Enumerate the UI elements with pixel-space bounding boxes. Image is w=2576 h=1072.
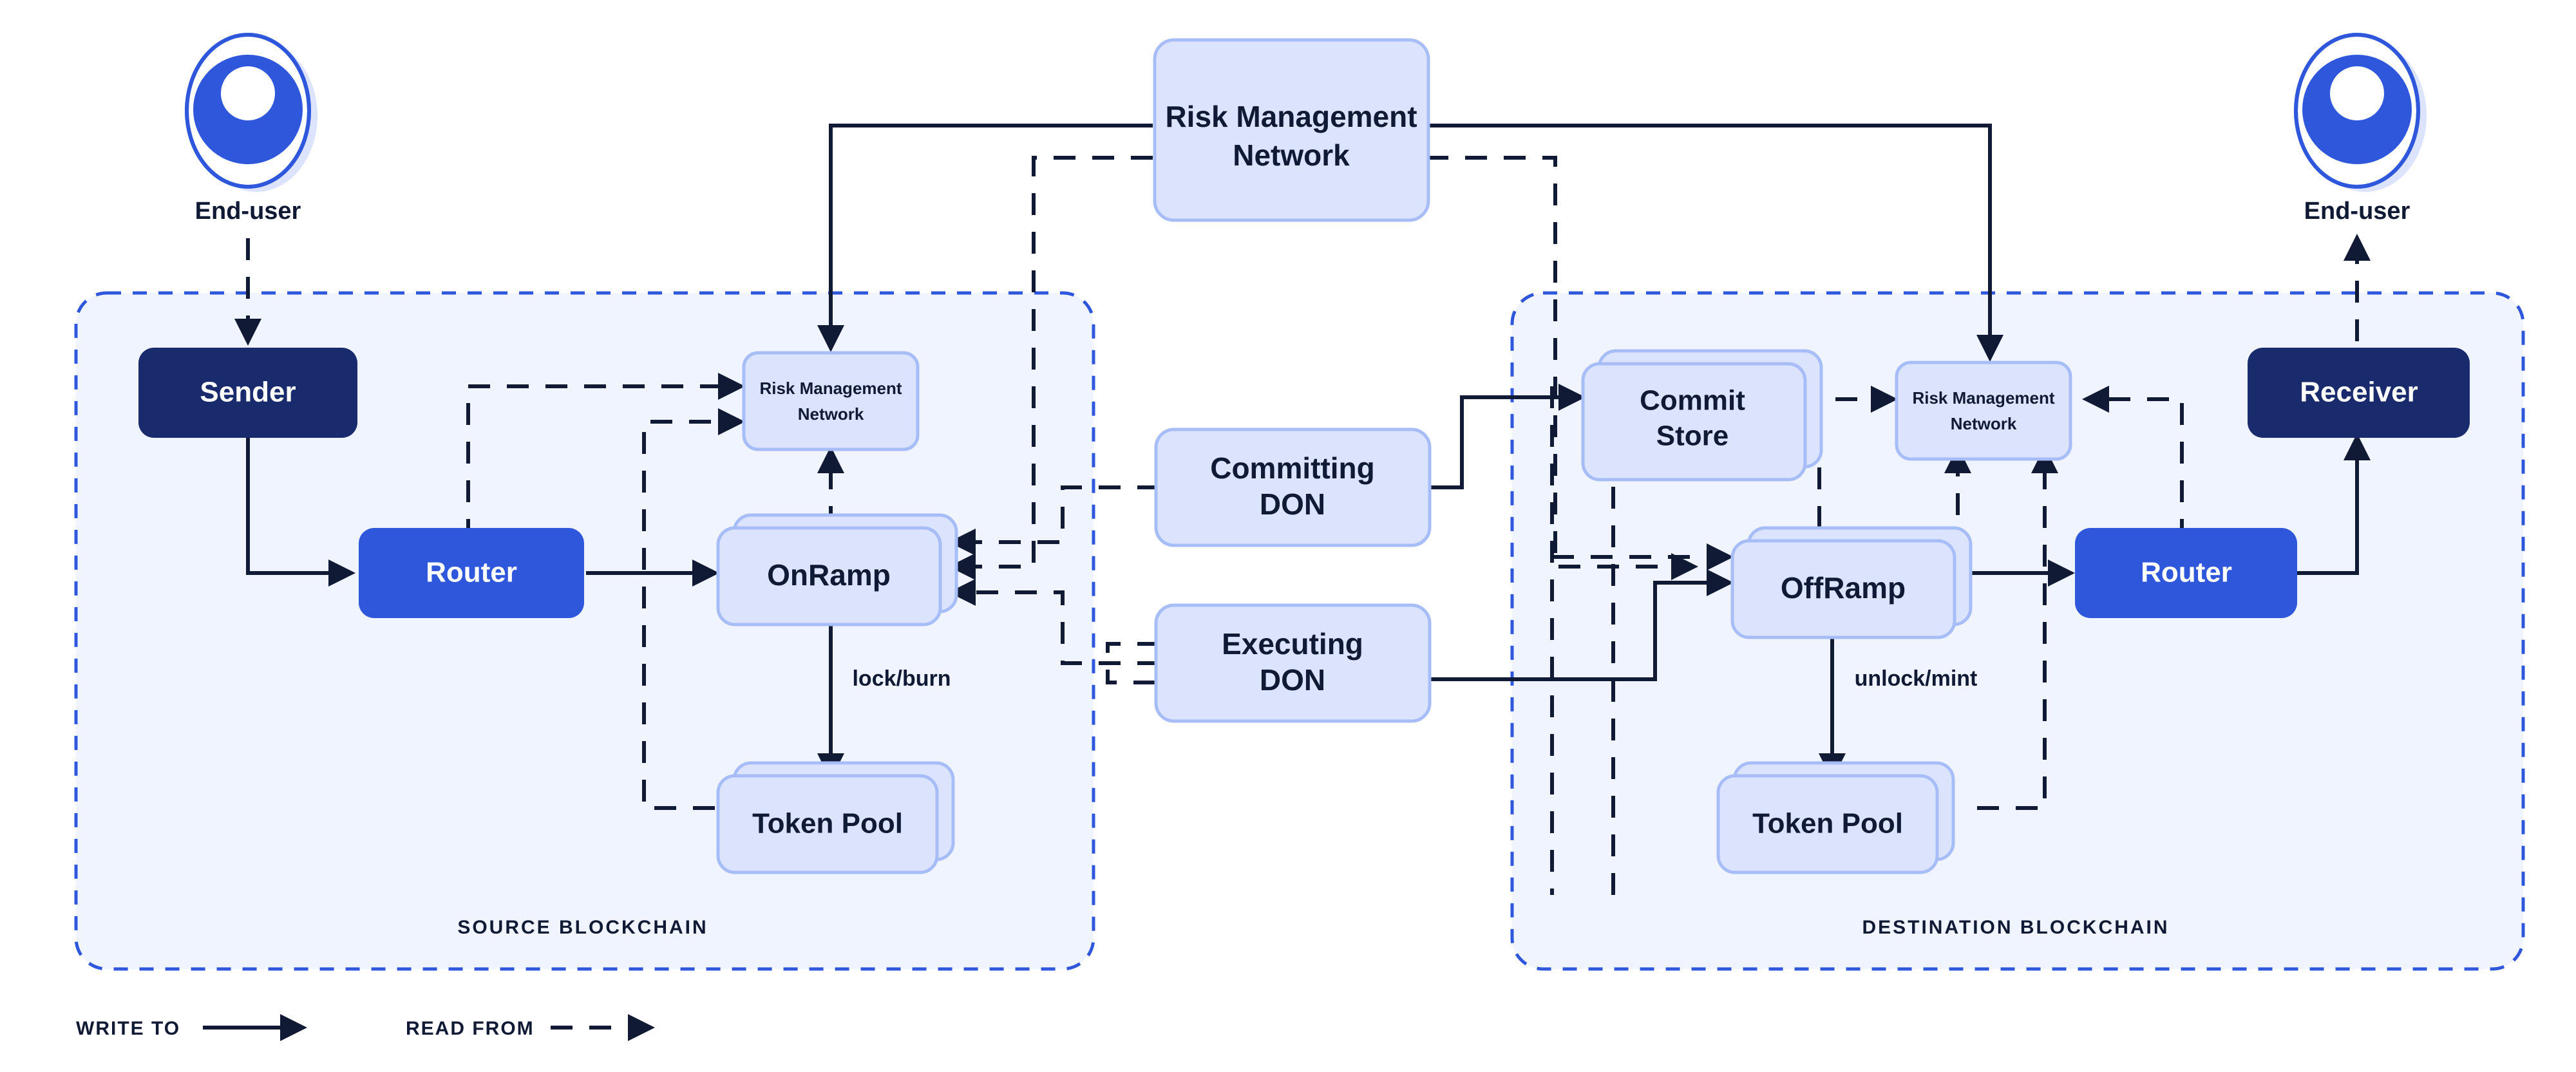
label-end-user-left: End-user <box>195 198 301 225</box>
avatar-right <box>2294 33 2427 192</box>
label-rmn-dest-line1: Risk Management <box>1912 388 2054 408</box>
node-sender[interactable] <box>138 348 357 438</box>
edge-rmn-top-to-onramp <box>817 124 1153 352</box>
legend-write-to-label: WRITE TO <box>76 1018 180 1039</box>
node-router-source[interactable] <box>359 528 584 618</box>
label-committing-don-line1: Committing <box>1210 451 1375 485</box>
label-rmn-source-line1: Risk Management <box>759 379 902 398</box>
avatar-left <box>185 33 317 192</box>
label-commit-store-line1: Commit <box>1640 385 1745 417</box>
node-onramp[interactable] <box>716 526 942 626</box>
label-zone-destination: DESTINATION BLOCKCHAIN <box>1862 917 2169 938</box>
edge-tokenpool-to-rmn-source <box>642 408 745 810</box>
node-router-dest[interactable] <box>2075 528 2297 618</box>
node-rmn-top[interactable] <box>1153 38 1430 222</box>
edge-executing-don-read-commit-store <box>1106 642 1159 684</box>
label-zone-source: SOURCE BLOCKCHAIN <box>457 917 708 938</box>
label-commit-store-line2: Store <box>1656 420 1728 452</box>
node-rmn-source[interactable] <box>742 351 920 451</box>
node-receiver[interactable] <box>2248 348 2470 438</box>
label-rmn-source-line2: Network <box>798 404 864 424</box>
edge-executing-don-read-onramp <box>949 579 1159 665</box>
node-rmn-dest[interactable] <box>1895 361 2072 461</box>
label-onramp: OnRamp <box>767 558 891 592</box>
label-router-source: Router <box>426 557 517 588</box>
label-rmn-dest-line2: Network <box>1951 414 2017 433</box>
label-rmn-top-line2: Network <box>1233 138 1350 172</box>
label-token-pool-dest: Token Pool <box>1752 808 1903 840</box>
legend-read-from-label: READ FROM <box>406 1018 535 1039</box>
node-token-pool-source[interactable] <box>716 774 939 874</box>
node-committing-don[interactable] <box>1154 428 1432 547</box>
edge-router-dest-to-rmn-dest <box>2082 386 2184 541</box>
edge-label-unlock-mint: unlock/mint <box>1855 666 1978 691</box>
node-offramp[interactable] <box>1730 539 1956 639</box>
label-token-pool-source: Token Pool <box>752 808 903 840</box>
label-receiver: Receiver <box>2300 377 2418 408</box>
node-executing-don[interactable] <box>1154 603 1432 723</box>
label-offramp: OffRamp <box>1781 571 1906 605</box>
edge-router-to-rmn-source <box>466 373 745 541</box>
edge-rmn-top-to-rmn-dest <box>1426 124 2003 362</box>
label-sender: Sender <box>200 377 296 408</box>
node-commit-store[interactable] <box>1581 362 1807 482</box>
edge-committing-don-read-onramp <box>949 485 1159 556</box>
label-router-dest: Router <box>2141 557 2232 588</box>
label-committing-don-line2: DON <box>1260 487 1325 521</box>
legend: WRITE TO READ FROM <box>76 1014 655 1041</box>
edge-sender-to-router <box>246 438 355 587</box>
node-token-pool-dest[interactable] <box>1716 774 1939 874</box>
edge-router-dest-to-receiver <box>2293 433 2371 575</box>
edge-rmn-top-read-onramp <box>949 156 1153 580</box>
edge-executing-don-to-offramp <box>1396 569 1734 681</box>
label-executing-don-line2: DON <box>1260 663 1325 697</box>
edge-label-lock-burn: lock/burn <box>852 666 951 691</box>
label-rmn-top-line1: Risk Management <box>1165 100 1417 133</box>
label-end-user-right: End-user <box>2304 198 2410 225</box>
label-executing-don-line1: Executing <box>1222 627 1363 661</box>
